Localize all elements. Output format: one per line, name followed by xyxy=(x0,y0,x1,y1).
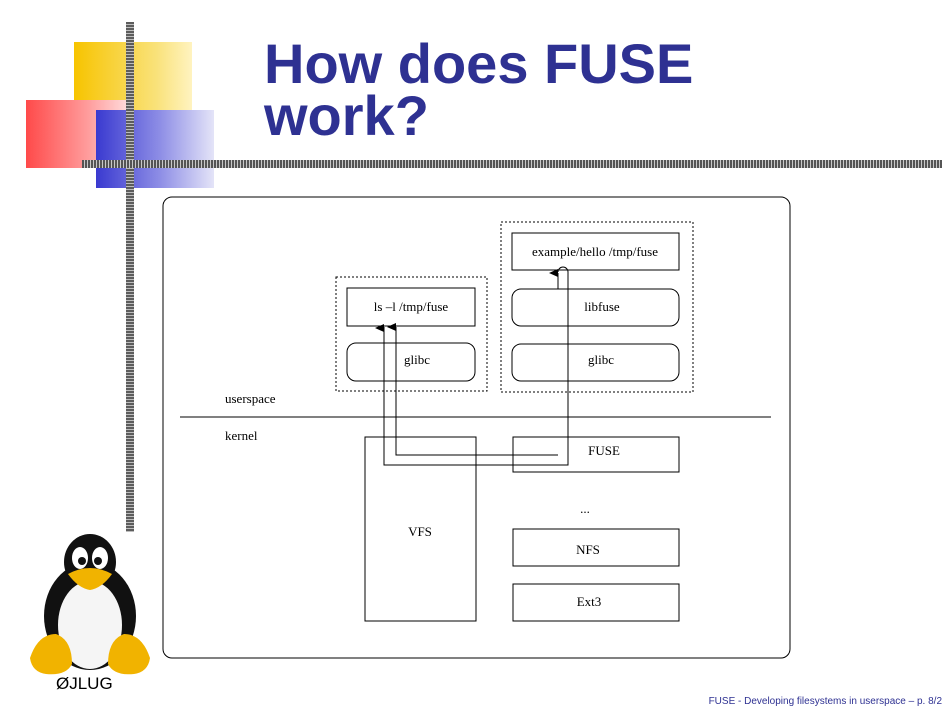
fuse-label: FUSE xyxy=(588,443,620,458)
ls-label: ls –l /tmp/fuse xyxy=(374,299,449,314)
hello-label: example/hello /tmp/fuse xyxy=(532,244,658,259)
kernel-label: kernel xyxy=(225,428,258,443)
nfs-box xyxy=(512,528,680,567)
left-process-group xyxy=(335,276,488,392)
vfs-box xyxy=(364,436,477,622)
glibc-right-box xyxy=(511,343,680,382)
slide-title: How does FUSE work? xyxy=(264,32,694,147)
decor-horizontal-bar xyxy=(82,160,942,168)
userspace-label: userspace xyxy=(225,391,276,406)
request-path xyxy=(387,323,558,456)
logo-text: ØJLUG xyxy=(56,674,113,693)
diagram-frame xyxy=(162,196,791,659)
ellipsis-label: ... xyxy=(580,501,590,516)
libfuse-box xyxy=(511,288,680,327)
decor-blue-square xyxy=(96,110,214,188)
ext3-box xyxy=(512,583,680,622)
glibc-right-label: glibc xyxy=(588,352,614,367)
decor-vertical-bar xyxy=(126,22,134,532)
slide-footer: FUSE - Developing filesystems in userspa… xyxy=(708,696,942,707)
glibc-left-label: glibc xyxy=(404,352,430,367)
hello-box xyxy=(511,232,680,271)
tux-penguin-logo xyxy=(30,534,150,675)
nfs-label: NFS xyxy=(576,542,600,557)
libfuse-label: libfuse xyxy=(584,299,620,314)
glibc-left-box xyxy=(346,342,476,382)
ext3-label: Ext3 xyxy=(577,594,602,609)
reply-path xyxy=(383,266,569,466)
vfs-label: VFS xyxy=(408,524,432,539)
ls-box xyxy=(346,287,476,327)
right-process-group xyxy=(500,221,694,393)
